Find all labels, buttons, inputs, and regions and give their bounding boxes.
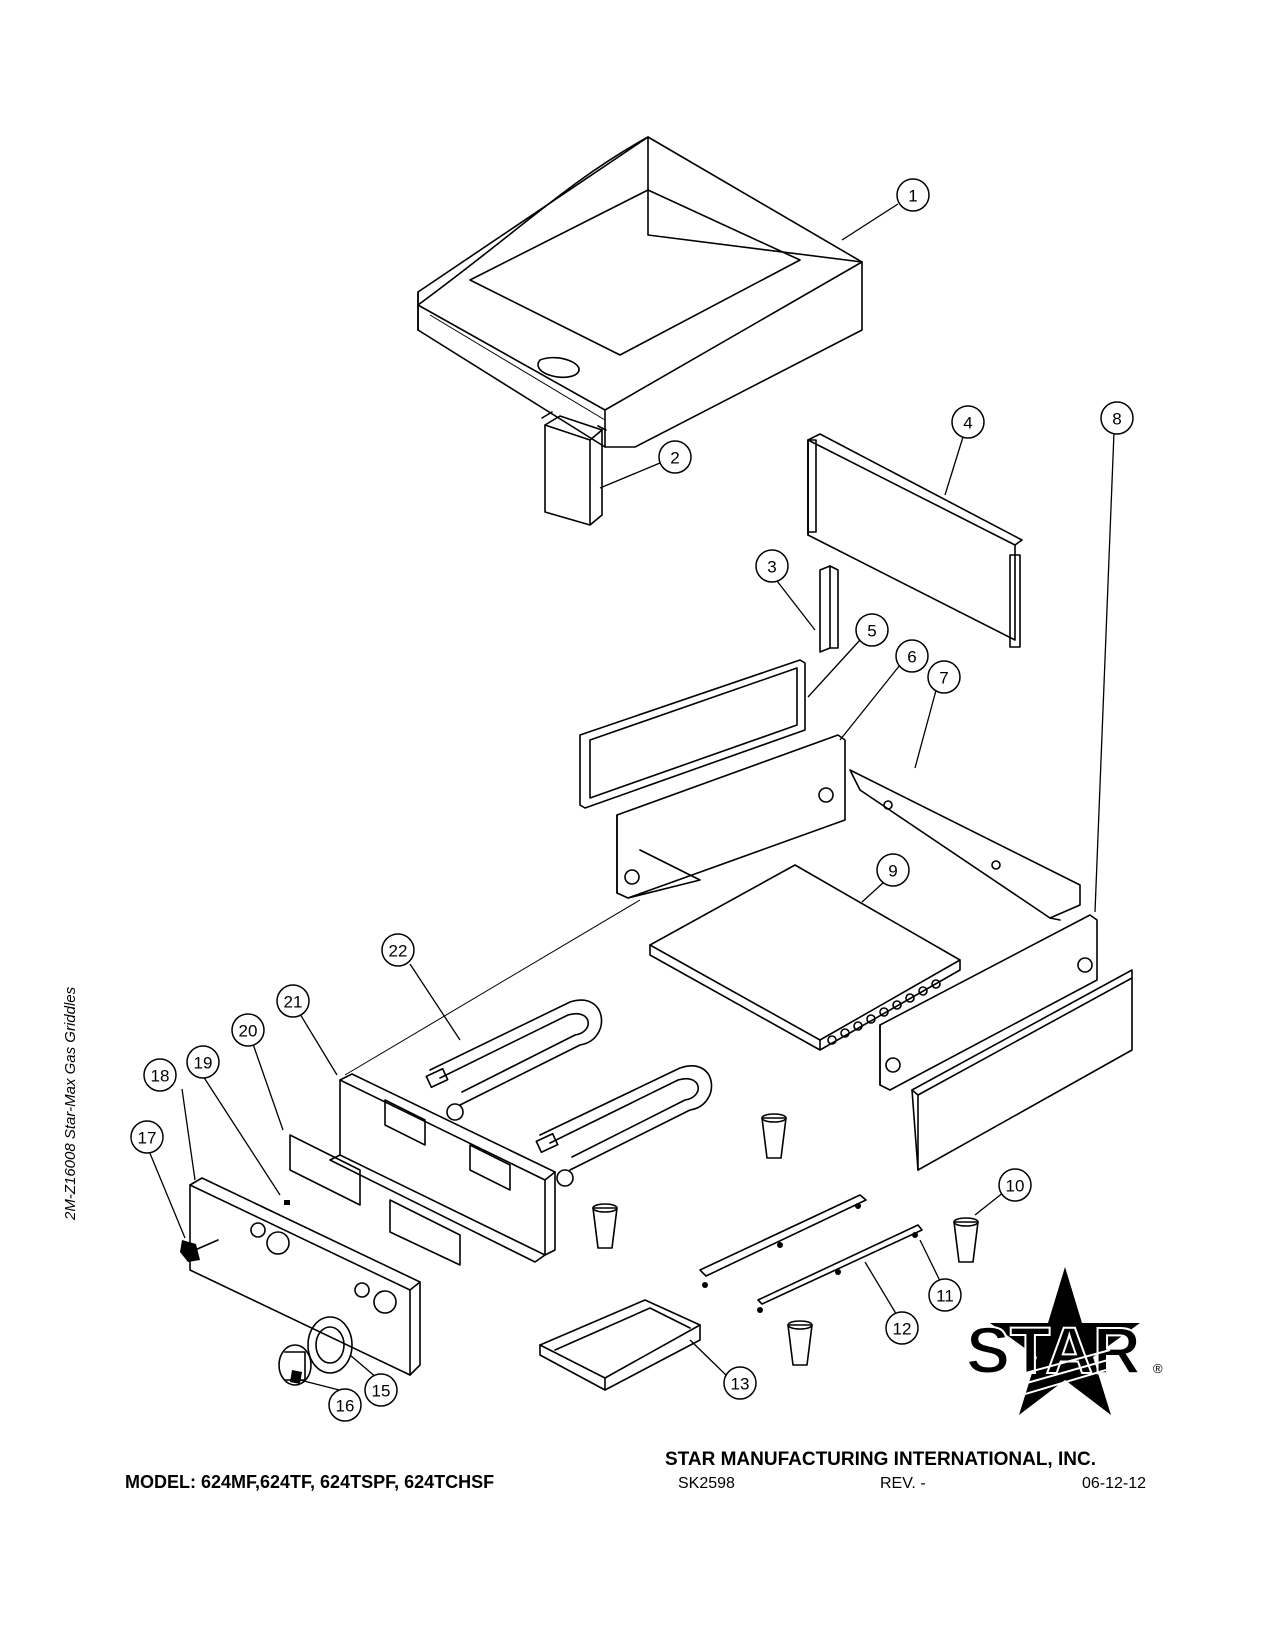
svg-text:9: 9	[888, 862, 897, 881]
part-bracket	[819, 565, 839, 653]
revision: REV. -	[880, 1475, 926, 1492]
svg-text:15: 15	[372, 1382, 391, 1401]
svg-text:1: 1	[908, 187, 917, 206]
svg-text:10: 10	[1006, 1177, 1025, 1196]
part-burner-shelf	[649, 864, 961, 1051]
svg-text:7: 7	[939, 669, 948, 688]
document-side-label: 2M-Z16008 Star-Max Gas Griddles	[62, 986, 79, 1220]
part-burners	[425, 999, 713, 1187]
part-bezel	[307, 1316, 353, 1374]
part-rail	[579, 659, 806, 809]
svg-text:21: 21	[284, 993, 303, 1012]
part-flue	[541, 411, 607, 526]
star-logo-icon: STAR ®	[965, 1267, 1163, 1415]
svg-text:18: 18	[151, 1067, 170, 1086]
callout-17: 17	[130, 1120, 164, 1154]
callout-3: 3	[755, 549, 789, 583]
callout-12: 12	[885, 1311, 919, 1345]
callout-5: 5	[855, 613, 889, 647]
callout-22: 22	[381, 933, 415, 967]
part-control-panel	[189, 1177, 421, 1376]
part-valve	[180, 1239, 219, 1262]
svg-text:12: 12	[893, 1320, 912, 1339]
svg-text:20: 20	[239, 1022, 258, 1041]
part-side-panel-left	[616, 734, 846, 899]
callout-13: 13	[723, 1366, 757, 1400]
registered-mark: ®	[1153, 1361, 1163, 1376]
burner-holes	[827, 979, 941, 1045]
callout-18: 18	[143, 1058, 177, 1092]
part-manifold-frame	[329, 1073, 556, 1263]
svg-text:19: 19	[194, 1054, 213, 1073]
svg-text:2: 2	[670, 449, 679, 468]
leader-lines	[148, 203, 1115, 1392]
svg-text:22: 22	[389, 942, 408, 961]
part-drawer-rails	[699, 1194, 923, 1313]
part-side-panel-right	[879, 914, 1098, 1091]
svg-text:13: 13	[731, 1375, 750, 1394]
callout-7: 7	[927, 660, 961, 694]
callout-10: 10	[998, 1168, 1032, 1202]
svg-text:4: 4	[963, 414, 972, 433]
model-label: MODEL: 624MF,624TF, 624TSPF, 624TCHSF	[125, 1472, 495, 1492]
callout-11: 11	[928, 1278, 962, 1312]
svg-text:8: 8	[1112, 410, 1121, 429]
part-front-trim	[911, 969, 1133, 1171]
svg-text:3: 3	[767, 558, 776, 577]
part-knob	[278, 1344, 312, 1386]
part-back-panel	[807, 433, 1023, 648]
svg-text:17: 17	[138, 1129, 157, 1148]
callout-9: 9	[876, 853, 910, 887]
callout-16: 16	[328, 1388, 362, 1422]
part-heat-shields	[289, 1134, 461, 1266]
callout-20: 20	[231, 1013, 265, 1047]
svg-text:11: 11	[936, 1287, 954, 1306]
drawing-number: SK2598	[678, 1475, 735, 1492]
callout-4: 4	[951, 405, 985, 439]
callout-bubbles: 1 2 3 4 5 6 7 8 9 10 11 12 13 15 16 17 1…	[130, 178, 1134, 1422]
part-bottom-tray	[849, 769, 1081, 921]
svg-text:6: 6	[907, 648, 916, 667]
callout-15: 15	[364, 1373, 398, 1407]
part-screw	[284, 1200, 290, 1205]
svg-text:16: 16	[336, 1397, 355, 1416]
svg-text:5: 5	[867, 622, 876, 641]
callout-6: 6	[895, 639, 929, 673]
part-grease-drawer	[539, 1299, 701, 1391]
callout-1: 1	[896, 178, 930, 212]
part-griddle-top	[417, 136, 863, 448]
part-legs	[592, 1113, 979, 1366]
callout-2: 2	[658, 440, 692, 474]
callout-19: 19	[186, 1045, 220, 1079]
callout-21: 21	[276, 984, 310, 1018]
drawing-date: 06-12-12	[1082, 1475, 1147, 1492]
callout-8: 8	[1100, 401, 1134, 435]
company-name: STAR MANUFACTURING INTERNATIONAL, INC.	[665, 1449, 1096, 1470]
